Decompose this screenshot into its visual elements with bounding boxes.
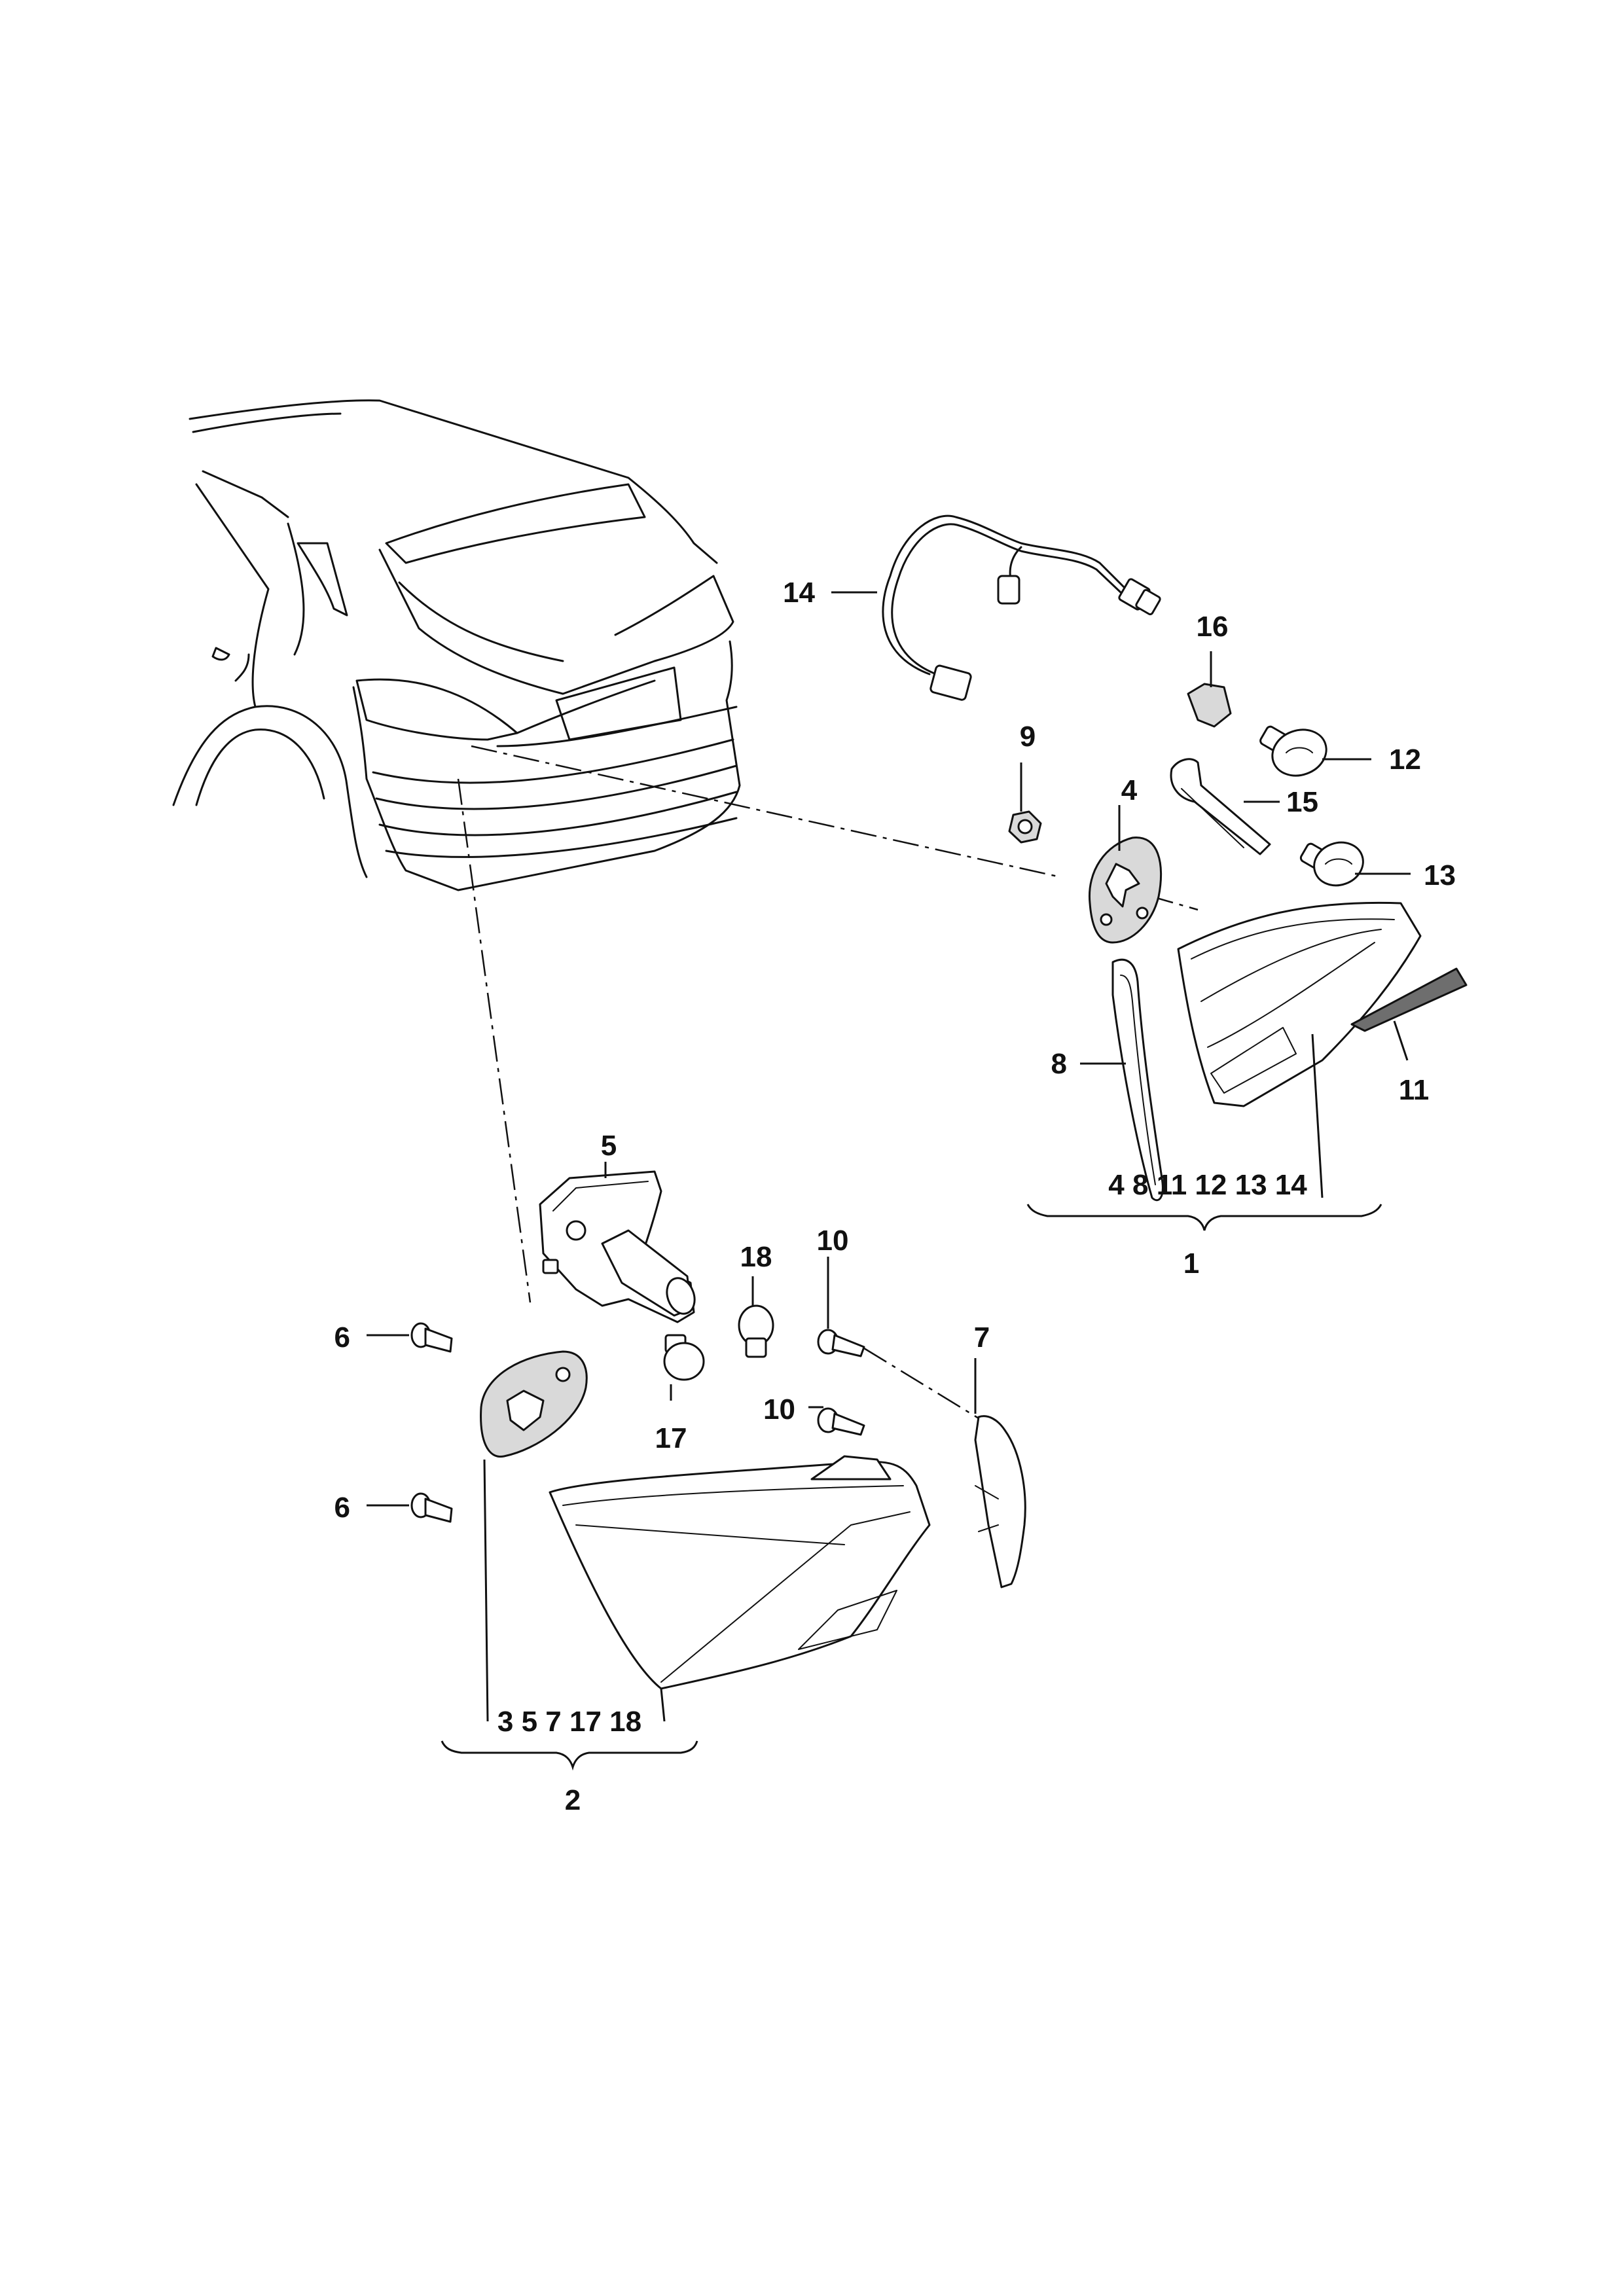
bulb-12 xyxy=(1259,725,1327,777)
group-2-members: 3 5 7 17 18 xyxy=(497,1706,641,1738)
callout-4: 4 xyxy=(1121,774,1138,806)
group-1-members: 4 8 11 12 13 14 xyxy=(1108,1169,1307,1201)
screw-10-lower xyxy=(817,1407,865,1436)
callout-15: 15 xyxy=(1286,786,1318,818)
bulb-18 xyxy=(738,1304,774,1358)
reference-line-inner xyxy=(471,745,1061,878)
callout-6-upper: 6 xyxy=(334,1321,350,1354)
callout-14: 14 xyxy=(783,577,815,609)
callout-7: 7 xyxy=(974,1321,990,1354)
callout-6-lower: 6 xyxy=(334,1492,350,1524)
callout-5: 5 xyxy=(601,1130,617,1162)
nut-9 xyxy=(1008,810,1042,844)
callout-17: 17 xyxy=(655,1422,687,1454)
callout-10-upper: 10 xyxy=(817,1225,849,1257)
callout-16: 16 xyxy=(1197,611,1229,643)
bulb-13 xyxy=(1299,841,1364,887)
bulb-17 xyxy=(663,1334,705,1381)
leader-lines xyxy=(367,591,1411,1722)
callout-18: 18 xyxy=(740,1241,772,1273)
callout-2: 2 xyxy=(565,1784,581,1816)
callout-13: 13 xyxy=(1424,859,1456,891)
inner-tail-lamp-1 xyxy=(1177,901,1422,1107)
callout-12: 12 xyxy=(1389,744,1421,776)
trim-7 xyxy=(974,1415,1026,1588)
screw-10-upper xyxy=(817,1329,865,1357)
group-1-brace xyxy=(1026,1204,1382,1231)
screw-6-lower xyxy=(410,1492,453,1523)
callout-10-lower: 10 xyxy=(763,1393,795,1426)
wiring-harness xyxy=(882,514,1161,701)
clip-16 xyxy=(1187,683,1232,728)
trim-8 xyxy=(1111,958,1164,1202)
seal-11 xyxy=(1350,967,1468,1032)
callout-9: 9 xyxy=(1020,721,1036,753)
bulb-holder-15 xyxy=(1170,758,1271,855)
callout-1: 1 xyxy=(1183,1247,1199,1280)
lamp-carrier-5 xyxy=(539,1170,696,1323)
gasket-3 xyxy=(480,1350,588,1458)
outer-tail-lamp-2 xyxy=(549,1455,931,1690)
reference-line-screw xyxy=(863,1347,983,1422)
screw-6-upper xyxy=(410,1322,453,1353)
callout-8: 8 xyxy=(1051,1048,1067,1080)
group-2-brace xyxy=(441,1740,698,1771)
gasket-4 xyxy=(1088,836,1163,944)
callout-11: 11 xyxy=(1399,1074,1430,1106)
reference-line-outer xyxy=(457,778,532,1303)
vehicle-rear-outline xyxy=(172,399,741,891)
